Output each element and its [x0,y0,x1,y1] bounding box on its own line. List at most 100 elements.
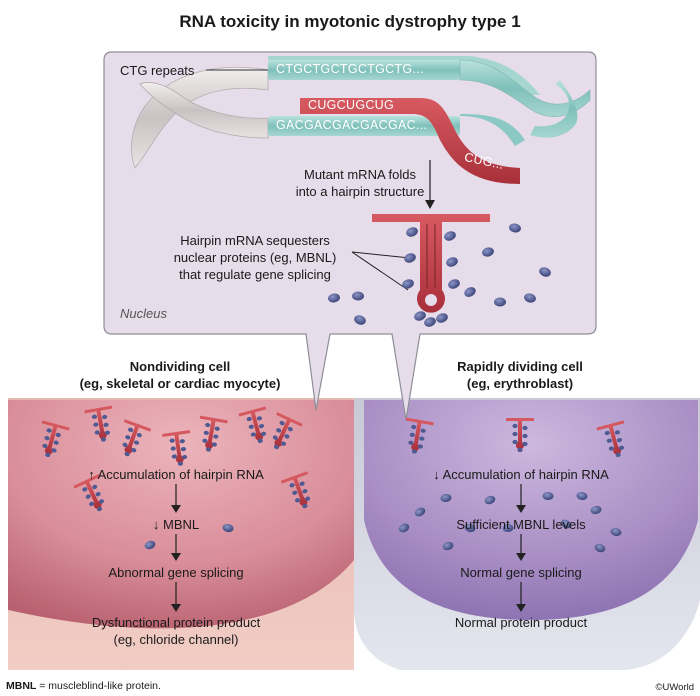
free-mbnl-protein [328,293,340,303]
bound-mbnl-protein [448,279,460,289]
small-hairpin-rna [280,471,311,509]
bound-mbnl-protein [424,317,436,327]
sequester-label: Hairpin mRNA sequesters nuclear proteins… [150,232,360,283]
bound-mbnl-protein [284,434,290,439]
bound-mbnl-protein [203,430,209,436]
bound-mbnl-protein [93,422,99,427]
bound-mbnl-protein [402,279,414,289]
bound-mbnl-protein [512,431,518,437]
free-mbnl-protein [524,293,536,303]
right-step-accumulation: ↓ Accumulation of hairpin RNA [433,467,609,482]
bound-mbnl-protein [170,446,176,451]
bound-mbnl-protein [616,437,623,443]
bound-mbnl-protein [179,439,185,444]
bound-mbnl-protein [89,501,95,507]
bound-mbnl-protein [406,227,418,237]
free-mbnl-protein [494,297,506,307]
bound-mbnl-protein [248,424,254,429]
free-mbnl-protein [464,523,476,533]
right-step-protein: Normal protein product [454,615,588,630]
bound-mbnl-protein [260,431,267,436]
bound-mbnl-protein [408,440,414,445]
free-mbnl-protein [590,505,602,515]
bound-mbnl-protein [604,430,610,436]
dna-sequence-bottom: GACGACGACGACGAC... [276,118,428,132]
bound-mbnl-protein [131,447,137,453]
bound-mbnl-protein [436,313,448,323]
free-mbnl-protein [398,523,410,533]
left-cell-heading: Nondividing cell (eg, skeletal or cardia… [30,358,330,392]
free-mbnl-protein [144,540,156,550]
sequester-pointer-lines [351,251,411,291]
small-hairpin-rna [405,417,434,454]
bound-mbnl-protein [287,426,293,432]
bound-mbnl-protein [257,438,263,444]
bound-mbnl-protein [517,447,523,453]
bound-mbnl-protein [136,432,142,438]
free-mbnl-protein [542,491,554,501]
left-step-protein-line2: (eg, chloride channel) [113,632,239,647]
free-mbnl-protein [464,287,476,297]
bound-mbnl-protein [273,444,279,450]
small-hairpin-rna [272,412,303,450]
right-cell-heading-line2: (eg, erythroblast) [466,376,574,391]
bound-mbnl-protein [55,432,61,438]
bound-mbnl-protein [214,426,220,431]
footnote-abbrev: MBNL [6,680,37,692]
bound-mbnl-protein [419,436,425,441]
footnote-definition: = muscleblind-like protein. [36,680,161,692]
ctg-repeats-label: CTG repeats [120,63,195,78]
left-step-splicing: Abnormal gene splicing [108,565,244,580]
bound-mbnl-protein [99,499,105,504]
bound-mbnl-protein [258,423,265,429]
bound-mbnl-protein [246,416,252,422]
bound-mbnl-protein [82,487,88,492]
bound-mbnl-protein [213,434,219,439]
free-mbnl-protein [440,493,452,503]
bound-mbnl-protein [411,449,418,454]
fold-arrow [425,160,435,209]
right-cell [354,398,700,670]
bound-mbnl-protein [92,484,98,490]
right-cell-heading: Rapidly dividing cell (eg, erythroblast) [420,358,620,392]
fold-label-line2: into a hairpin structure [295,184,425,199]
bound-mbnl-protein [180,447,187,452]
bound-mbnl-protein [122,442,128,448]
bound-mbnl-protein [103,422,109,427]
small-hairpin-rna [199,415,228,452]
bound-mbnl-protein [608,446,614,451]
bound-mbnl-protein [256,416,262,421]
bound-mbnl-protein [97,506,103,512]
right-step-mbnl: Sufficient MBNL levels [456,517,586,532]
right-arrows [516,484,526,612]
small-hairpin-rna [122,419,152,457]
bound-mbnl-protein [45,452,51,458]
small-hairpin-rna [596,420,625,458]
dna-helix [131,56,591,184]
free-mbnl-protein [560,519,572,529]
fold-label: Mutant mRNA folds into a hairpin structu… [260,166,460,200]
bound-mbnl-protein [169,438,175,443]
bound-mbnl-protein [305,496,311,501]
copyright: ©UWorld [655,682,695,693]
left-step-mbnl: ↓ MBNL [152,517,200,532]
bound-mbnl-protein [272,435,278,440]
bound-mbnl-protein [281,441,287,446]
left-cell [8,398,354,670]
small-hairpin-rna [238,406,267,444]
free-mbnl-protein [502,523,514,533]
hairpins-layer [41,405,625,512]
bound-mbnl-protein [205,447,212,452]
bound-mbnl-protein [417,444,423,449]
left-step-accumulation: ↑ Accumulation of hairpin RNA [88,467,264,482]
bound-mbnl-protein [102,414,108,420]
bound-mbnl-protein [522,433,528,439]
right-cell-heading-line1: Rapidly dividing cell [457,359,583,374]
left-step-protein-line1: Dysfunctional protein product [91,615,261,630]
bound-mbnl-protein [606,438,612,443]
left-cell-heading-line2: (eg, skeletal or cardiac myocyte) [79,376,281,391]
bound-mbnl-protein [133,440,140,445]
nucleus-hairpin [372,214,490,313]
free-mbnl-protein [222,523,234,533]
